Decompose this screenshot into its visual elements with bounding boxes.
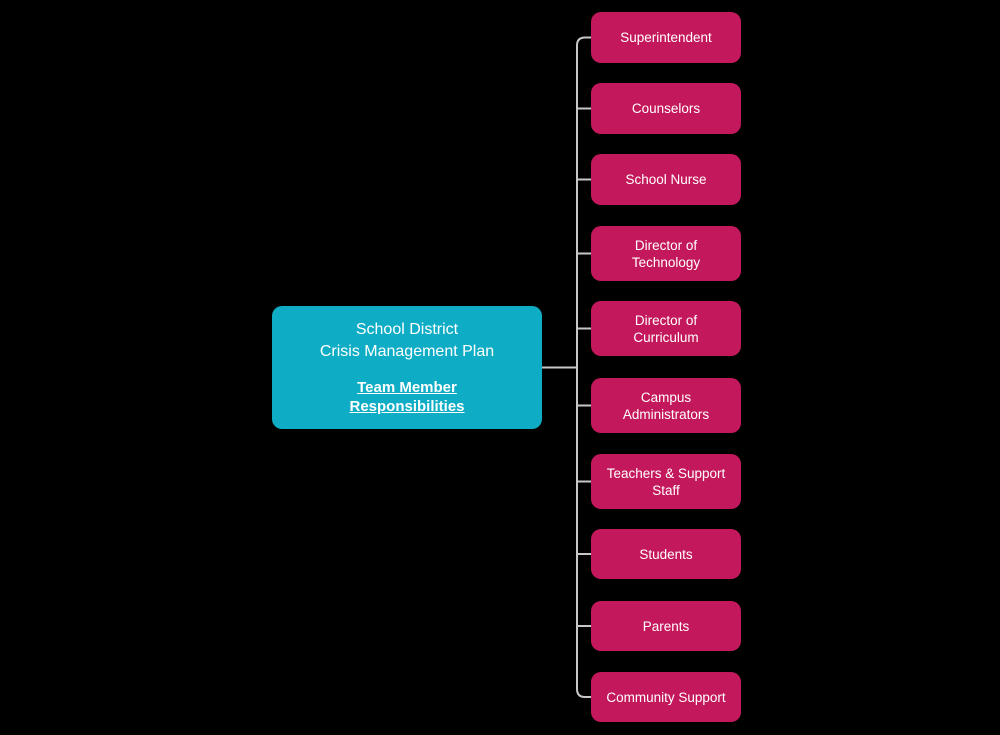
topic-label: Students	[639, 546, 693, 562]
root-title-line1: School District	[355, 321, 459, 338]
topic-label: Director of Curriculum	[633, 312, 699, 345]
root-topic-title: School District Crisis Management Plan	[320, 319, 494, 363]
topic-superintendent[interactable]: Superintendent	[591, 12, 741, 63]
topic-label: Superintendent	[620, 30, 712, 45]
topic-label: School Nurse	[625, 172, 707, 187]
topic-label: Parents	[642, 618, 690, 634]
subtitle-line2: Responsibilities	[349, 398, 465, 415]
subtitle-line1: Team Member	[357, 379, 457, 396]
topic-school-nurse[interactable]: School Nurse	[591, 154, 741, 205]
topic-director-of-curriculum[interactable]: Director of Curriculum	[591, 301, 741, 356]
topic-community-support[interactable]: Community Support	[591, 672, 741, 722]
topic-label: Campus Administrators	[622, 389, 710, 422]
team-member-responsibilities-link[interactable]: Team Member Responsibilities	[349, 378, 464, 416]
topic-director-of-technology[interactable]: Director of Technology	[591, 226, 741, 281]
connector-trunk	[576, 36, 591, 698]
root-title-line2: Crisis Management Plan	[319, 343, 495, 360]
topic-teachers-support-staff[interactable]: Teachers & Support Staff	[591, 454, 741, 509]
topic-label: Teachers & Support Staff	[606, 465, 726, 498]
topic-counselors[interactable]: Counselors	[591, 83, 741, 134]
topic-students[interactable]: Students	[591, 529, 741, 579]
topic-label: Director of Technology	[631, 237, 701, 270]
topic-label: Counselors	[631, 101, 701, 116]
topic-parents[interactable]: Parents	[591, 601, 741, 651]
topic-campus-administrators[interactable]: Campus Administrators	[591, 378, 741, 433]
topic-label: Community Support	[606, 689, 726, 705]
root-topic[interactable]: School District Crisis Management Plan T…	[272, 306, 542, 429]
